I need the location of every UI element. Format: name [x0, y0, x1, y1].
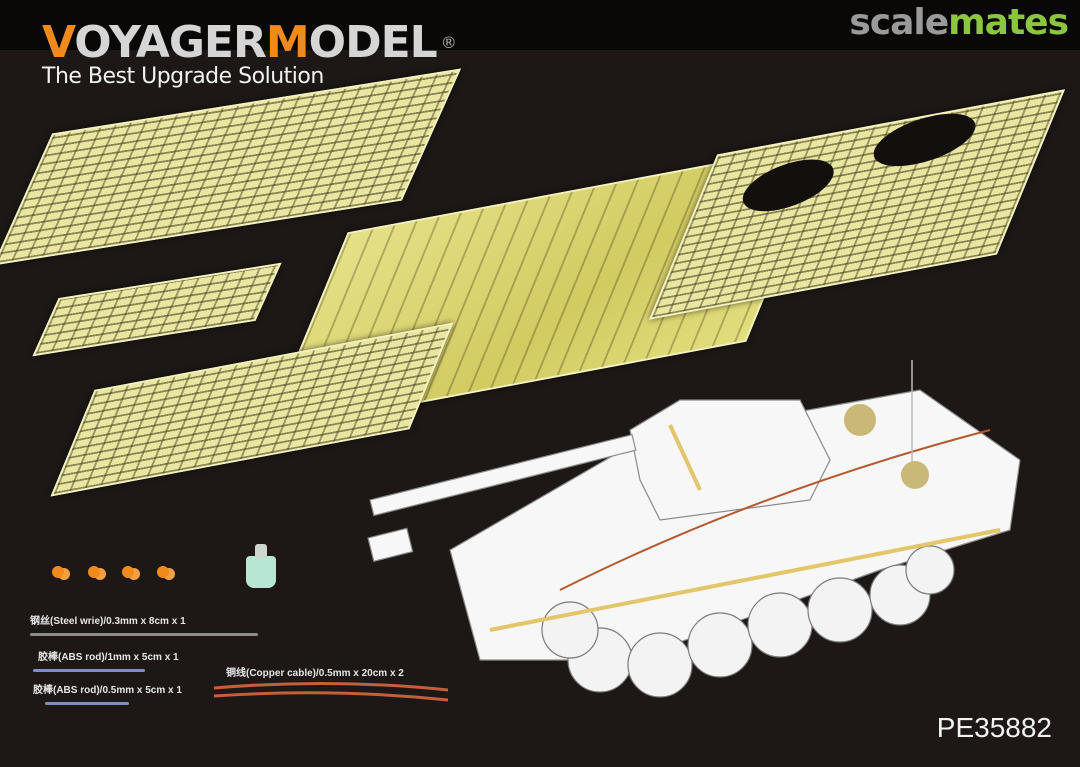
watermark-mates: mates: [948, 2, 1069, 43]
abs-rod-2: [45, 702, 129, 705]
header-bar: [0, 0, 1080, 50]
logo-letter-m: M: [265, 17, 310, 68]
sheet-top-right: [648, 89, 1066, 320]
abs-rod-1-label: 胶棒(ABS rod)/1mm x 5cm x 1: [38, 652, 179, 663]
copper-cable-label: 铜线(Copper cable)/0.5mm x 20cm x 2: [226, 668, 404, 679]
circular-cutout: [733, 152, 843, 219]
brand-tagline: The Best Upgrade Solution: [42, 64, 324, 89]
steel-wire-label: 钢丝(Steel wrie)/0.3mm x 8cm x 1: [30, 616, 186, 627]
resin-cap: [122, 566, 134, 578]
logo-text-odel: ODEL: [308, 17, 438, 68]
logo-letter-v: V: [42, 17, 75, 68]
circular-cutout: [864, 106, 985, 174]
resin-cap: [52, 566, 64, 578]
abs-rod-2-label: 胶棒(ABS rod)/0.5mm x 5cm x 1: [33, 685, 182, 696]
resin-cap: [88, 566, 100, 578]
scalemates-watermark: scalemates: [849, 2, 1069, 43]
panther-tank-illustration: [367, 360, 1021, 698]
abs-rod-1: [33, 669, 145, 672]
sheet-small-left: [32, 262, 282, 357]
resin-cap: [157, 566, 169, 578]
watermark-scale: scale: [849, 2, 949, 43]
steel-wire: [30, 633, 258, 636]
brand-logo: VOYAGERMODEL®: [42, 17, 457, 68]
product-code: PE35882: [936, 712, 1052, 743]
resin-fitting: [246, 544, 276, 588]
registered-mark: ®: [440, 33, 457, 52]
copper-cable: [213, 681, 449, 702]
logo-text-oyager: OYAGER: [74, 17, 267, 68]
